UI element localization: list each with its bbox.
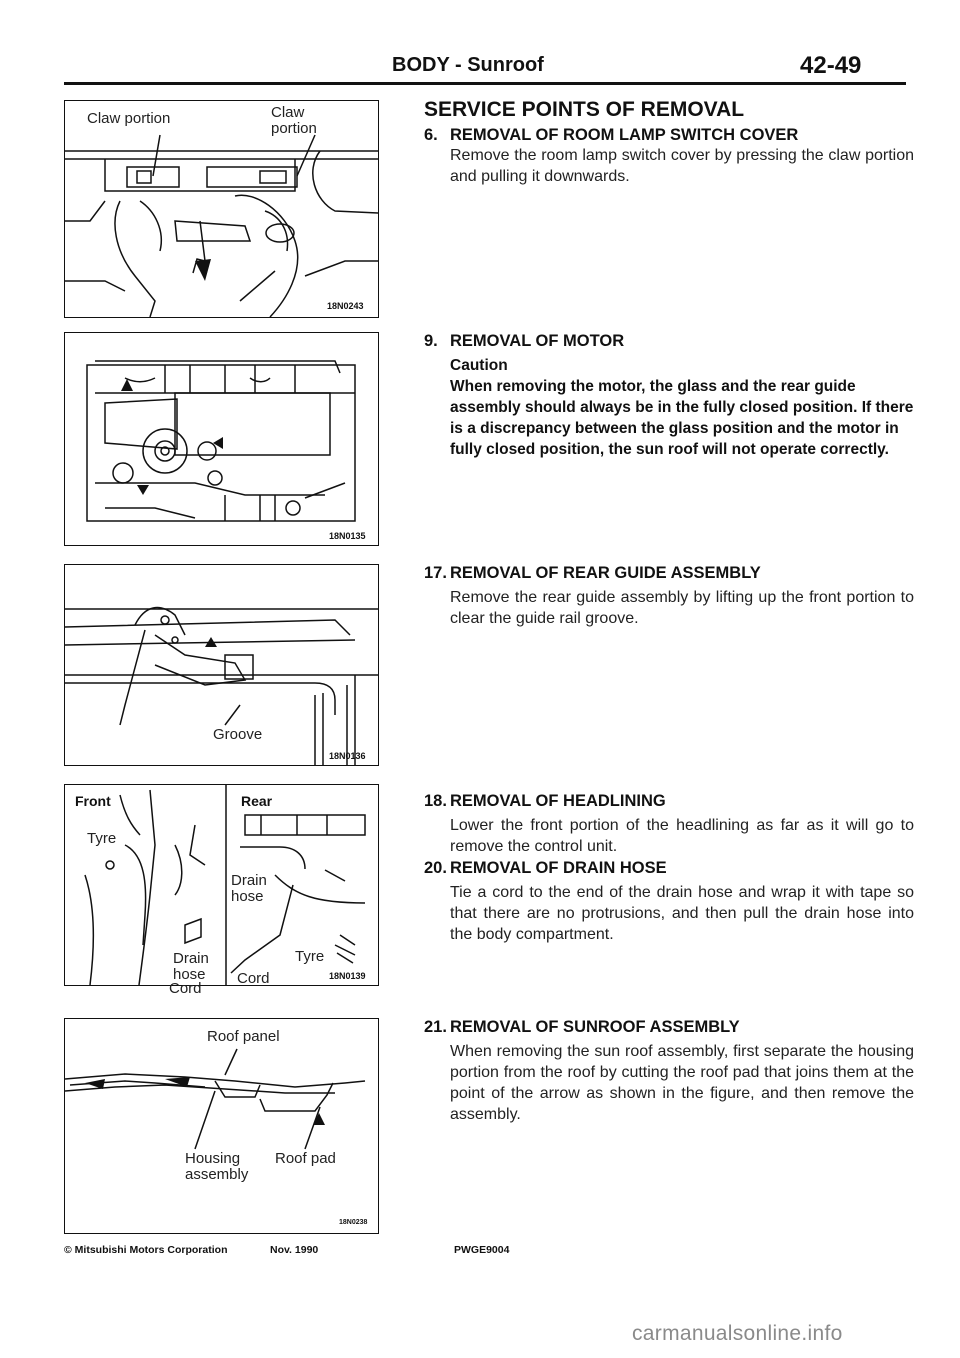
sunroof-assembly-illustration [65, 1048, 366, 1150]
step-9-title: 9.REMOVAL OF MOTOR [424, 332, 625, 350]
room-lamp-illustration [65, 134, 378, 317]
label-cord-front: Cord [169, 980, 202, 997]
figure-rear-guide: Groove 18N0136 [64, 564, 379, 766]
label-drain-hose-rear: Drain hose [231, 872, 267, 905]
figure-code: 18N0135 [329, 531, 366, 541]
section-step-18-20: 18.REMOVAL OF HEADLINING Lower the front… [424, 792, 914, 945]
footer-date: Nov. 1990 [270, 1244, 319, 1256]
drain-hose-illustration [84, 785, 366, 985]
figure-code: 18N0238 [339, 1219, 368, 1226]
figure-motor: 18N0135 [64, 332, 379, 546]
label-claw-portion-left: Claw portion [87, 110, 171, 127]
step-6-title: 6.REMOVAL OF ROOM LAMP SWITCH COVER [424, 126, 799, 144]
step-18-title: 18.REMOVAL OF HEADLINING [424, 792, 666, 810]
step-21-title: 21.REMOVAL OF SUNROOF ASSEMBLY [424, 1018, 740, 1036]
section-title: BODY - Sunroof [392, 54, 544, 76]
step-6-text: Remove the room lamp switch cover by pre… [450, 147, 914, 185]
section-service-points: SERVICE POINTS OF REMOVAL 6.REMOVAL OF R… [424, 98, 914, 187]
step-20-text: Tie a cord to the end of the drain hose … [450, 884, 914, 943]
motor-illustration [86, 360, 356, 522]
caution-label: Caution [450, 357, 508, 374]
figure-code: 18N0139 [329, 971, 366, 981]
step-18-text: Lower the front portion of the headlinin… [450, 817, 914, 855]
header-rule [64, 82, 906, 85]
figure-code: 18N0136 [329, 751, 366, 761]
figure-drain-hose: Front Rear Tyre Drain hose Cord Drain ho… [64, 784, 379, 997]
label-roof-pad: Roof pad [275, 1150, 336, 1167]
figure-code: 18N0243 [327, 301, 364, 311]
footer-code: PWGE9004 [454, 1244, 510, 1256]
label-cord-rear: Cord [237, 970, 270, 987]
label-claw-portion-right: Claw portion [271, 104, 317, 137]
label-tyre-rear: Tyre [295, 948, 325, 965]
section-step-9: 9.REMOVAL OF MOTOR Caution When removing… [424, 332, 914, 460]
watermark: carmanualsonline.info [632, 1322, 843, 1345]
step-20-title: 20.REMOVAL OF DRAIN HOSE [424, 859, 667, 877]
label-roof-panel: Roof panel [207, 1028, 280, 1045]
main-heading: SERVICE POINTS OF REMOVAL [424, 98, 745, 121]
caution-text: When removing the motor, the glass and t… [450, 378, 914, 458]
label-front: Front [75, 793, 111, 809]
step-17-text: Remove the rear guide assembly by liftin… [450, 589, 914, 627]
label-groove: Groove [213, 726, 263, 743]
figure-room-lamp-cover: Claw portion Claw portion 18N0243 [64, 100, 379, 318]
footer-copyright: © Mitsubishi Motors Corporation [64, 1244, 228, 1256]
label-rear: Rear [241, 793, 273, 809]
label-drain-hose-front: Drain hose [173, 950, 209, 983]
label-tyre-front: Tyre [87, 830, 117, 847]
step-21-text: When removing the sun roof assembly, fir… [450, 1043, 914, 1123]
label-housing-assembly: Housing assembly [185, 1150, 249, 1183]
page-number: 42-49 [800, 52, 862, 79]
section-step-17: 17.REMOVAL OF REAR GUIDE ASSEMBLY Remove… [424, 564, 914, 629]
rear-guide-illustration [65, 606, 378, 765]
step-17-title: 17.REMOVAL OF REAR GUIDE ASSEMBLY [424, 564, 761, 582]
section-step-21: 21.REMOVAL OF SUNROOF ASSEMBLY When remo… [424, 1018, 914, 1125]
figure-sunroof-assembly: Roof panel Housing assembly Roof pad 18N… [64, 1018, 379, 1234]
